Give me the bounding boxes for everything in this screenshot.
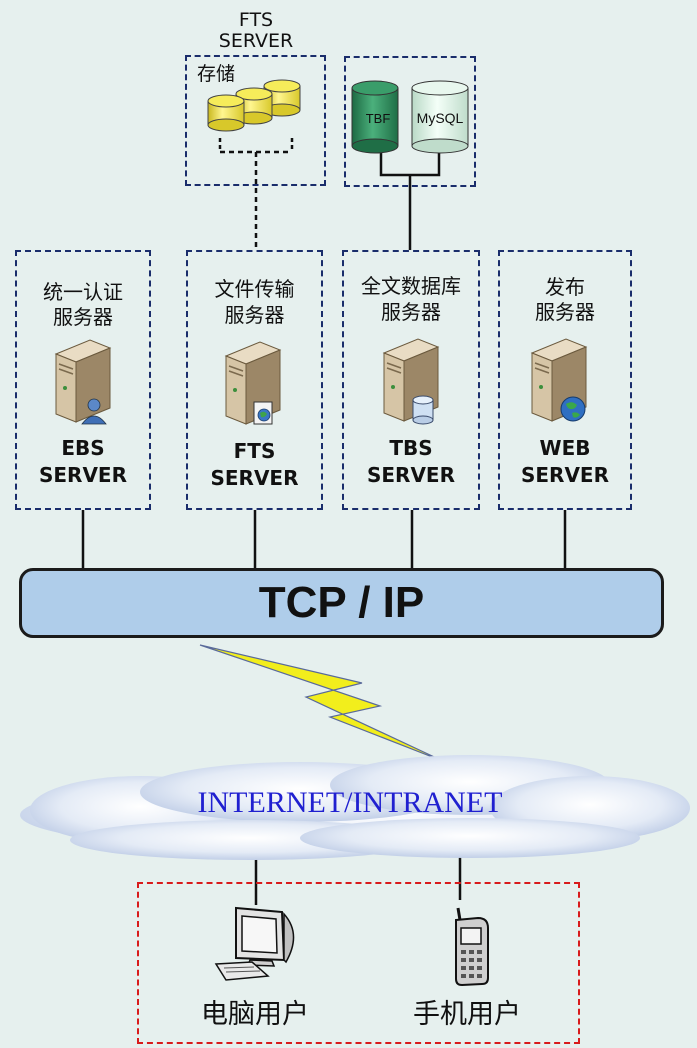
pc-user-label: 电脑用户 (201, 999, 309, 1030)
tbs-server-en-line2: SERVER (366, 463, 455, 487)
mobile-user-label: 手机用户 (413, 999, 521, 1030)
tbs-server-cn-line2: 服务器 (381, 300, 441, 324)
storage-title-line1: FTS (238, 9, 274, 31)
database-icon (412, 395, 434, 425)
web-server-en-line2: SERVER (520, 463, 609, 487)
user-icon (81, 398, 107, 425)
ebs-server-en-line1: EBS (61, 436, 105, 460)
web-server-cn-line1: 发布 (545, 275, 585, 299)
storage-cylinders-icon (207, 79, 301, 154)
document-globe-icon (253, 401, 273, 425)
fts-server-cn-line2: 服务器 (224, 303, 285, 327)
ebs-server-cn-line1: 统一认证 (43, 280, 123, 304)
tbs-server-en-line1: TBS (389, 436, 433, 460)
fts-server-box (186, 250, 323, 510)
tbs-server-cn-line1: 全文数据库 (361, 274, 461, 298)
database-cylinders (351, 80, 469, 154)
ebs-server-cn-line2: 服务器 (53, 305, 113, 329)
fts-server-cn-line1: 文件传输 (214, 277, 295, 301)
tbf-label: TBF (365, 111, 391, 126)
database-group-box (344, 56, 476, 187)
web-server-cn-line2: 服务器 (535, 300, 595, 324)
client-group-box (137, 882, 580, 1044)
fts-server-en-line1: FTS (233, 439, 276, 463)
server-tower-icon (54, 339, 112, 423)
web-server-en-line1: WEB (539, 436, 591, 460)
storage-label: 存储 (197, 63, 236, 85)
storage-group-title: FTS SERVER (196, 10, 316, 52)
tbf-database-icon (351, 80, 399, 154)
globe-icon (560, 396, 586, 422)
tbs-server-box (342, 250, 480, 510)
ebs-server-en-line2: SERVER (38, 463, 127, 487)
internet-intranet-label: INTERNET/INTRANET (197, 786, 503, 819)
computer-icon (214, 906, 295, 981)
web-server-box (498, 250, 632, 510)
fts-server-en-line2: SERVER (210, 466, 299, 490)
ebs-server-box (15, 250, 151, 510)
storage-title-line2: SERVER (218, 30, 294, 52)
tcp-ip-bar: TCP / IP (19, 568, 664, 638)
mysql-label: MySQL (416, 110, 464, 126)
storage-group-box (185, 55, 326, 186)
mobile-phone-icon (455, 907, 489, 987)
mysql-database-icon (411, 80, 469, 154)
